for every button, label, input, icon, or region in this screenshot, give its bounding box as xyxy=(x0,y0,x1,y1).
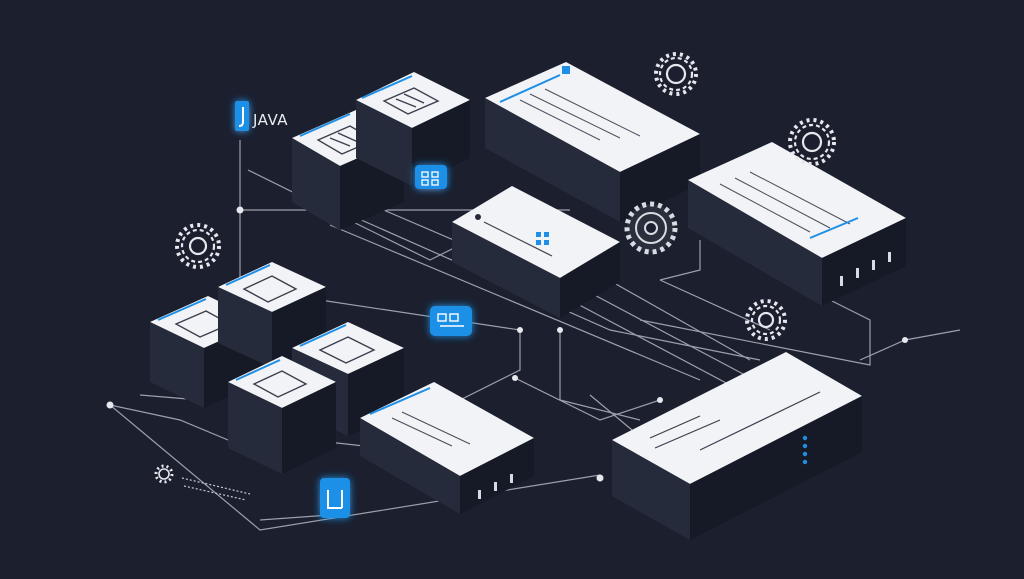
legend-strip xyxy=(181,477,251,501)
gear-icon xyxy=(624,201,678,255)
wire xyxy=(599,274,751,361)
wire xyxy=(514,377,661,421)
gear-icon xyxy=(154,464,174,484)
wire xyxy=(584,289,746,376)
server-unit xyxy=(485,62,700,222)
document-icon xyxy=(649,391,821,451)
document-icon xyxy=(519,88,641,141)
hub-unit xyxy=(452,186,620,318)
java-logo-icon xyxy=(235,101,249,131)
document-icon xyxy=(391,411,471,447)
gear-icon xyxy=(788,118,836,166)
java-label: JAVA xyxy=(252,111,288,129)
bracket-icon xyxy=(320,478,350,518)
network-icon xyxy=(430,306,472,336)
wire xyxy=(639,299,871,366)
chip-icon xyxy=(382,87,440,115)
wire xyxy=(859,329,961,361)
wire-nodes xyxy=(106,206,908,482)
chip-icon xyxy=(252,370,308,398)
server-unit xyxy=(688,142,906,306)
wire xyxy=(319,299,521,411)
wire xyxy=(329,224,701,381)
server-unit xyxy=(360,382,534,514)
gear-icon xyxy=(175,223,221,269)
server-unit xyxy=(612,352,862,540)
chip-cube xyxy=(228,356,336,474)
chip-icon xyxy=(318,336,376,364)
network-icon xyxy=(536,232,549,245)
document-icon xyxy=(719,171,851,233)
gear-icon xyxy=(654,52,698,96)
wire xyxy=(569,299,731,386)
wire xyxy=(559,330,641,421)
wire xyxy=(659,279,771,331)
gear-icon xyxy=(745,299,787,341)
wire xyxy=(259,514,331,521)
wire xyxy=(349,214,761,361)
chip-icon xyxy=(415,165,447,189)
connection-wires xyxy=(109,140,961,531)
chip-icon xyxy=(242,275,298,303)
chip-cube xyxy=(356,72,470,186)
wire xyxy=(109,404,241,446)
wire xyxy=(659,240,701,281)
